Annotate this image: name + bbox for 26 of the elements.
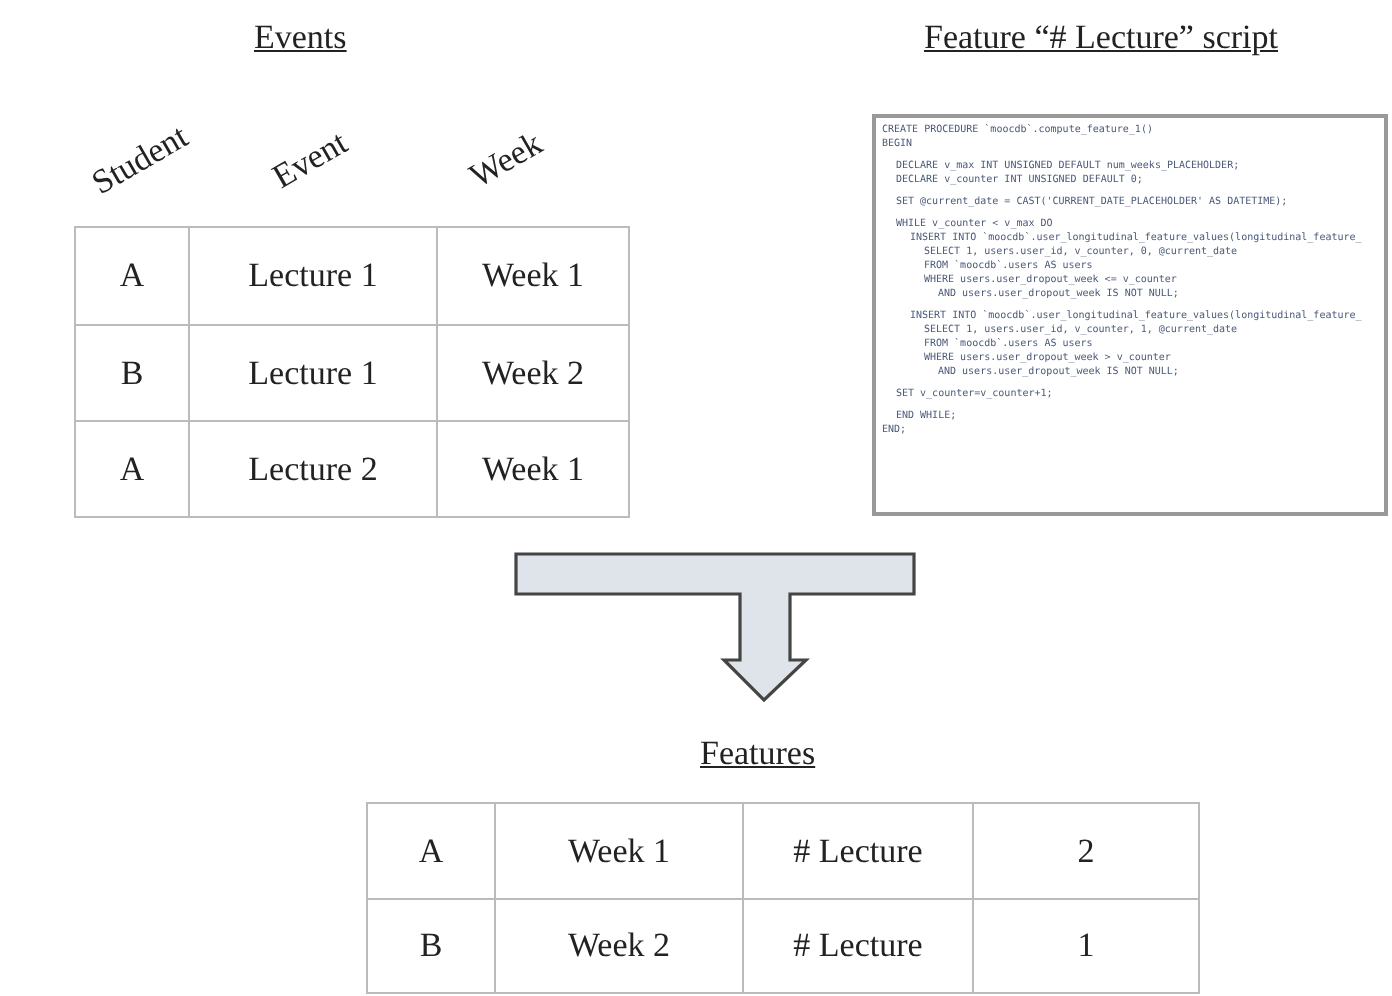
table-cell-text: A — [416, 829, 446, 874]
table-cell: Week 2 — [494, 900, 742, 992]
table-cell: # Lecture — [742, 804, 972, 898]
table-cell: Lecture 2 — [188, 422, 436, 516]
table-cell: Week 1 — [436, 422, 628, 516]
table-heading: Events — [254, 16, 347, 60]
table-heading: Features — [700, 732, 816, 776]
data-table — [366, 802, 1200, 994]
code-screenshot — [872, 114, 1388, 516]
column-header: Event — [263, 121, 356, 200]
table-cell: Week 2 — [436, 326, 628, 420]
table-cell: Week 1 — [436, 228, 628, 324]
data-table — [74, 226, 630, 518]
block-arrow — [514, 552, 916, 703]
table-cell-text: A — [117, 447, 147, 492]
table-cell-text: B — [417, 924, 445, 969]
table-cell: Week 1 — [494, 804, 742, 898]
table-cell: Lecture 1 — [188, 228, 436, 324]
table-cell-text: A — [117, 254, 147, 299]
table-heading: Feature “# Lecture” script — [924, 16, 1278, 60]
column-header: Week — [461, 121, 551, 200]
table-cell: 2 — [972, 804, 1198, 898]
table-cell: 1 — [972, 900, 1198, 992]
table-cell-text: B — [118, 351, 146, 396]
table-cell: # Lecture — [742, 900, 972, 992]
table-cell: Lecture 1 — [188, 326, 436, 420]
